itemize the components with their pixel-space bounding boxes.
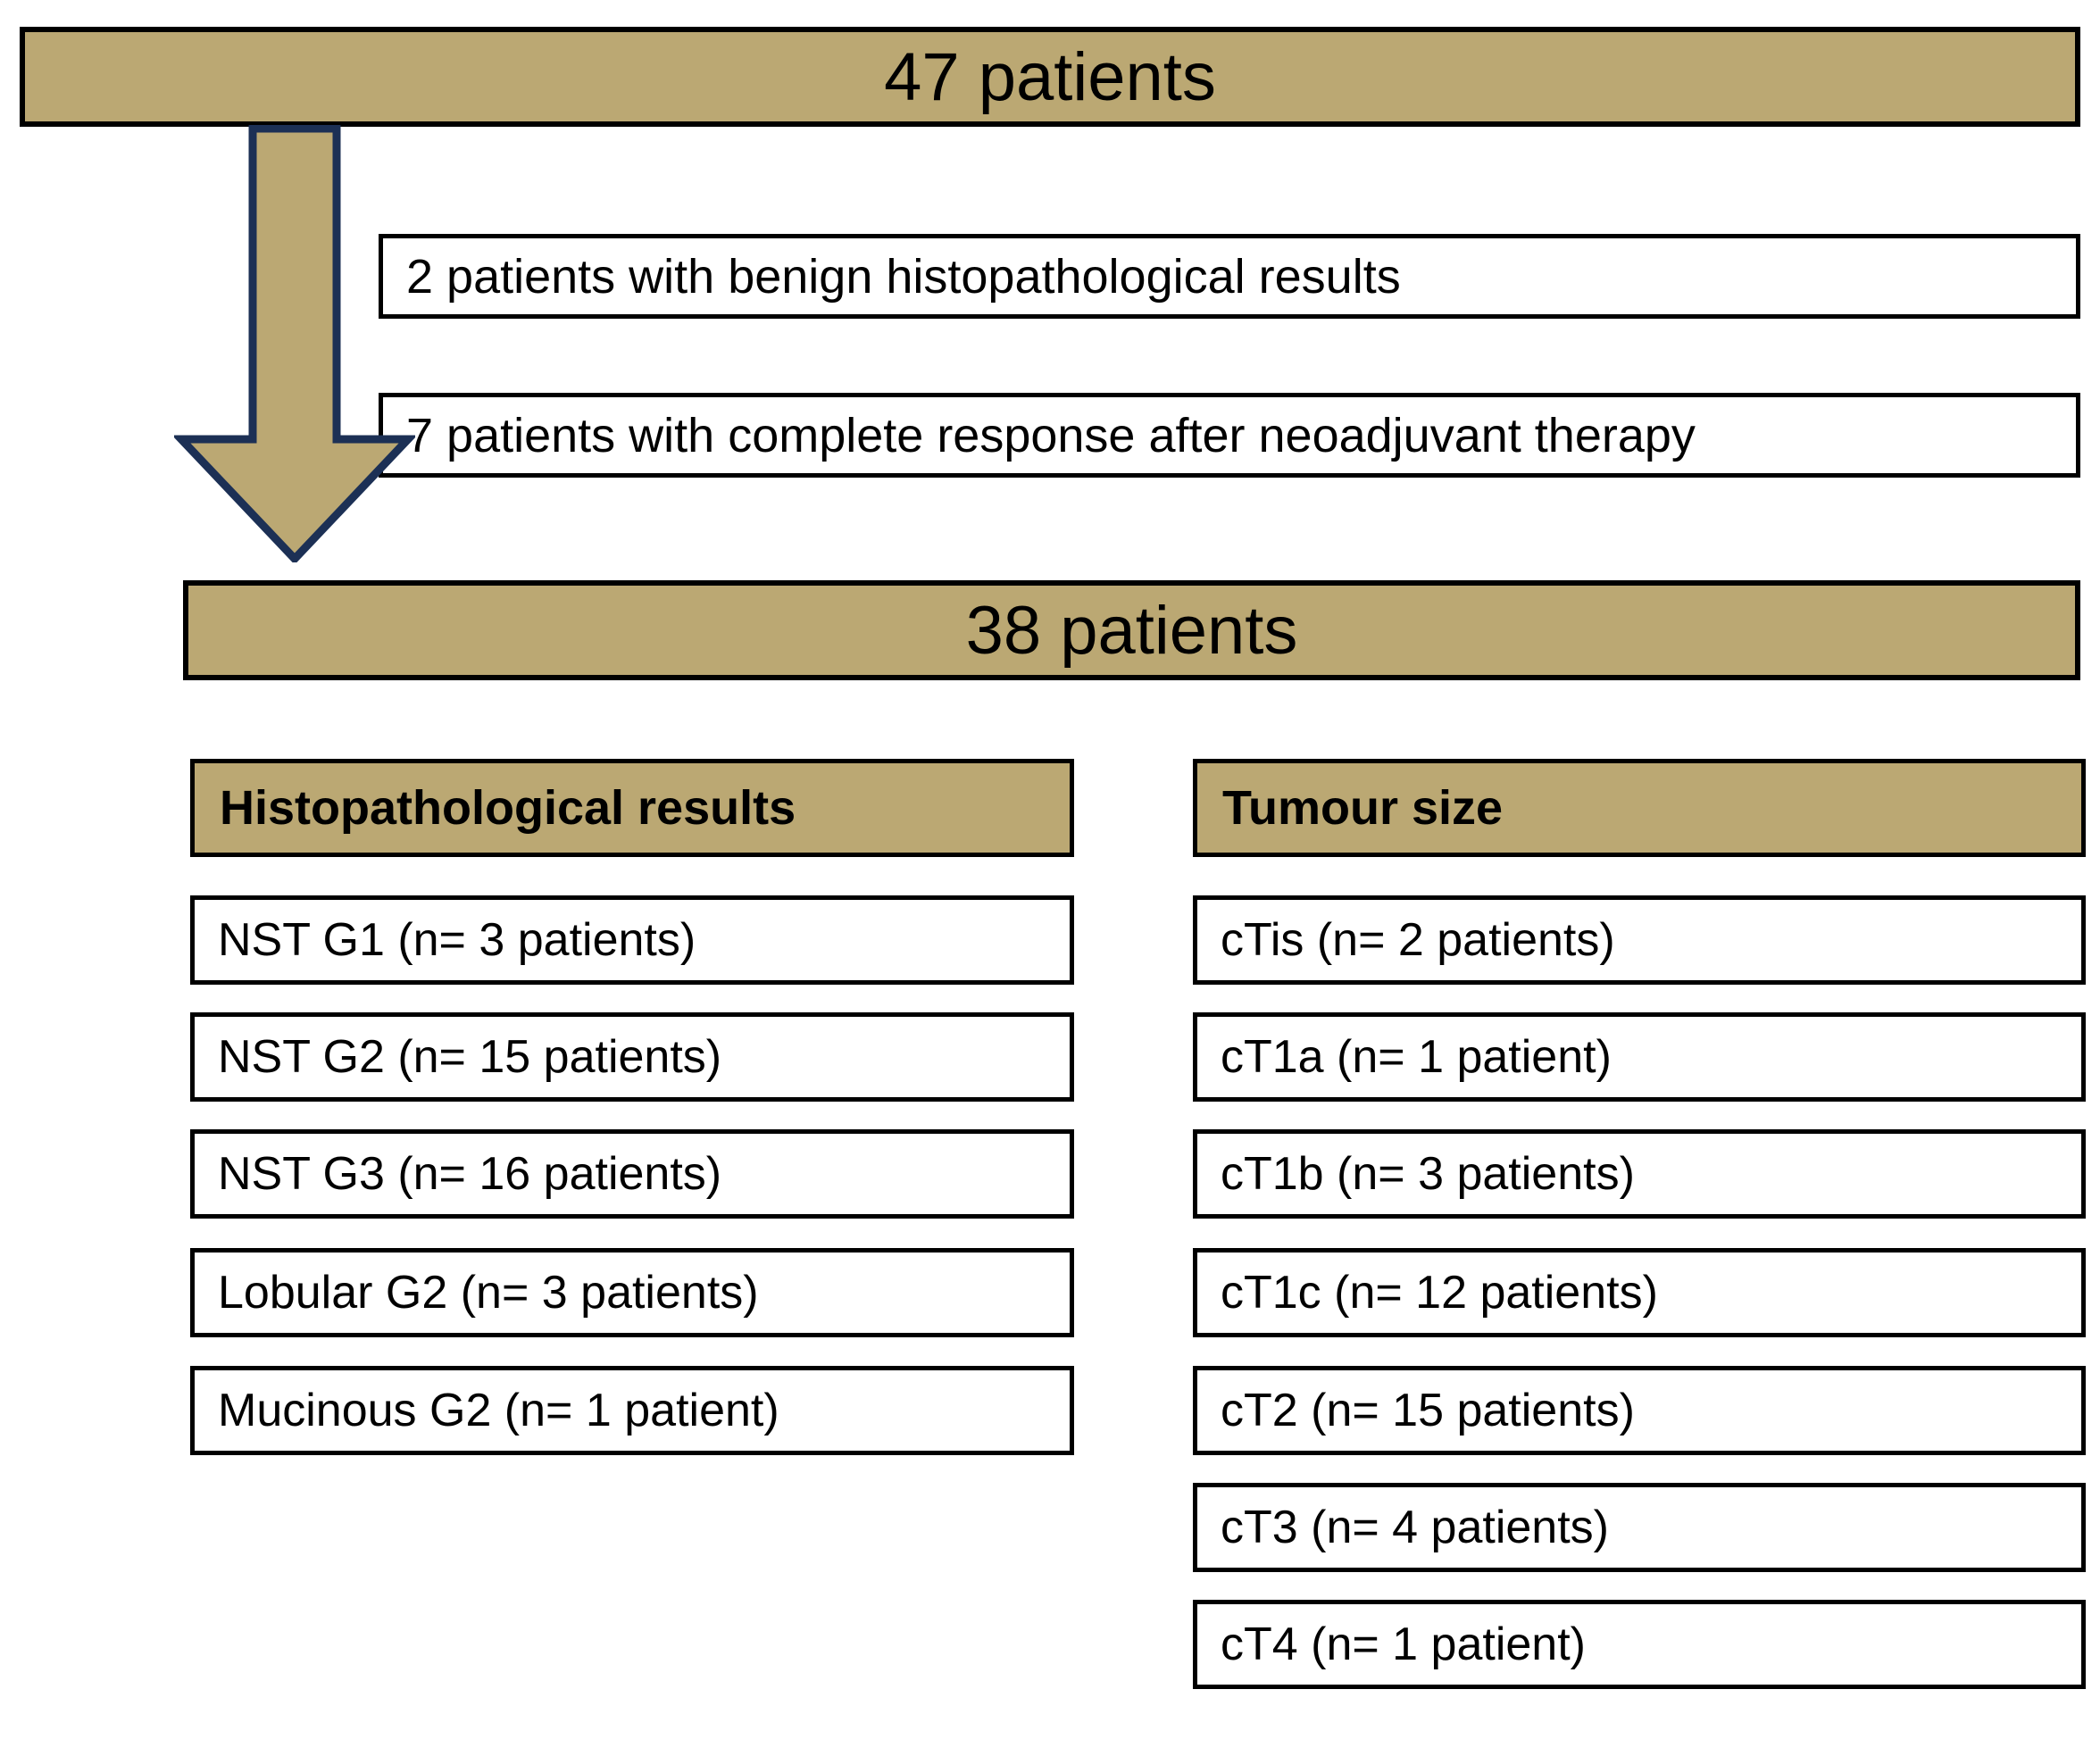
histopathology-row: NST G1 (n= 3 patients) [190, 895, 1074, 985]
tumour-size-row: cT1b (n= 3 patients) [1193, 1129, 2086, 1219]
tumour-size-row: cT2 (n= 15 patients) [1193, 1366, 2086, 1455]
exclusion-box-complete-response: 7 patients with complete response after … [379, 393, 2080, 478]
histopathology-row: NST G2 (n= 15 patients) [190, 1012, 1074, 1102]
histopathology-row: Lobular G2 (n= 3 patients) [190, 1248, 1074, 1337]
tumour-size-row: cTis (n= 2 patients) [1193, 895, 2086, 985]
histopathology-row: Mucinous G2 (n= 1 patient) [190, 1366, 1074, 1455]
included-patients-banner: 38 patients [183, 580, 2080, 680]
tumour-size-row: cT4 (n= 1 patient) [1193, 1600, 2086, 1689]
total-patients-banner: 47 patients [20, 27, 2080, 127]
tumour-size-row: cT1c (n= 12 patients) [1193, 1248, 2086, 1337]
column-header-histopathological-results: Histopathological results [190, 759, 1074, 857]
histopathology-row: NST G3 (n= 16 patients) [190, 1129, 1074, 1219]
column-header-tumour-size: Tumour size [1193, 759, 2086, 857]
tumour-size-row: cT3 (n= 4 patients) [1193, 1483, 2086, 1572]
down-arrow-icon [174, 125, 415, 562]
exclusion-box-benign: 2 patients with benign histopathological… [379, 234, 2080, 319]
tumour-size-row: cT1a (n= 1 patient) [1193, 1012, 2086, 1102]
